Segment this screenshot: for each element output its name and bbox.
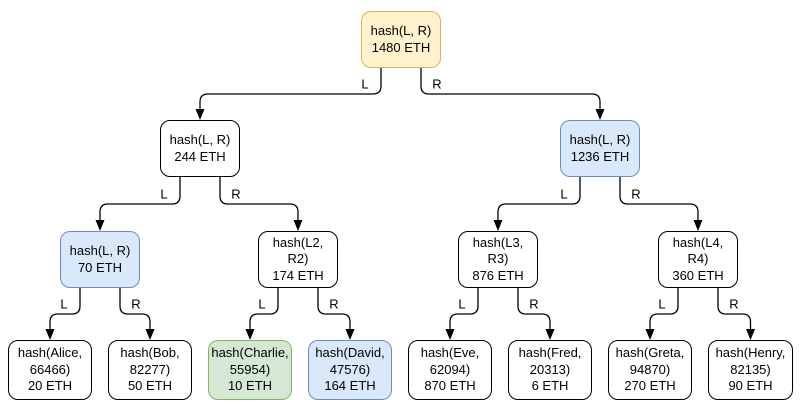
edge-label: R	[327, 296, 341, 312]
edge-connector	[317, 288, 351, 332]
node-value-label: 90 ETH	[728, 378, 773, 394]
edge-connector	[517, 288, 551, 332]
node-hash-label: hash(L, R)	[569, 131, 631, 147]
node-hash-label: hash(Alice, 66466)	[17, 345, 83, 377]
edge-connector	[420, 68, 601, 112]
edge-label: R	[229, 186, 243, 202]
node-leaf-henry[interactable]: hash(Henry, 82135) 90 ETH	[708, 340, 793, 400]
arrowhead-icon	[595, 109, 605, 120]
node-value-label: 70 ETH	[77, 259, 123, 275]
edge-label: R	[629, 186, 643, 202]
edge-connector	[649, 288, 679, 332]
arrowhead-icon	[545, 329, 555, 340]
arrowhead-icon	[645, 329, 655, 340]
node-value-label: 270 ETH	[624, 378, 676, 394]
node-hash-label: hash(L, R)	[169, 131, 231, 147]
node-leaf-greta[interactable]: hash(Greta, 94870) 270 ETH	[608, 340, 692, 400]
edge-connector	[619, 177, 699, 223]
node-leaf-eve[interactable]: hash(Eve, 62094) 870 ETH	[408, 340, 492, 400]
edge-label: L	[58, 296, 70, 312]
edge-connector	[119, 288, 151, 332]
edge-label: L	[256, 296, 268, 312]
node-value-label: 244 ETH	[174, 148, 226, 164]
edge-label: L	[456, 296, 468, 312]
node-hash-label: hash(Charlie, 55954)	[211, 345, 289, 377]
edge-connector	[249, 288, 279, 332]
edge-label: L	[558, 186, 570, 202]
node-hash-label: hash(L4, R4)	[672, 234, 724, 267]
node-value-label: 10 ETH	[227, 378, 273, 394]
node-leaf-bob[interactable]: hash(Bob, 82277) 50 ETH	[108, 340, 192, 400]
arrowhead-icon	[293, 220, 303, 231]
node-leaf-charlie[interactable]: hash(Charlie, 55954) 10 ETH	[208, 340, 292, 400]
node-value-label: 174 ETH	[272, 267, 324, 283]
node-hash-label: hash(L, R)	[69, 242, 131, 258]
edge-label: L	[158, 186, 170, 202]
node-hash-label: hash(L3, R3)	[472, 234, 524, 267]
node-root[interactable]: hash(L, R) 1480 ETH	[361, 11, 441, 68]
node-left-right[interactable]: hash(L2, R2) 174 ETH	[258, 231, 338, 288]
edge-connector	[49, 288, 81, 332]
node-left[interactable]: hash(L, R) 244 ETH	[160, 120, 240, 177]
node-value-label: 50 ETH	[127, 378, 173, 394]
node-leaf-fred[interactable]: hash(Fred, 20313) 6 ETH	[508, 340, 592, 400]
edge-connector	[497, 177, 581, 223]
edge-connector	[199, 68, 382, 112]
node-value-label: 1480 ETH	[371, 39, 431, 55]
arrowhead-icon	[445, 329, 455, 340]
edge-label: R	[527, 296, 541, 312]
arrowhead-icon	[145, 329, 155, 340]
node-leaf-alice[interactable]: hash(Alice, 66466) 20 ETH	[8, 340, 92, 400]
arrowhead-icon	[195, 109, 205, 120]
node-value-label: 6 ETH	[531, 378, 569, 394]
node-hash-label: hash(Fred, 20313)	[518, 345, 582, 377]
node-value-label: 164 ETH	[324, 378, 376, 394]
edge-label: L	[656, 296, 668, 312]
node-value-label: 1236 ETH	[570, 148, 630, 164]
node-value-label: 870 ETH	[424, 378, 476, 394]
node-leaf-david[interactable]: hash(David, 47576) 164 ETH	[308, 340, 392, 400]
arrowhead-icon	[746, 329, 755, 340]
node-left-left[interactable]: hash(L, R) 70 ETH	[60, 231, 140, 288]
arrowhead-icon	[245, 329, 255, 340]
node-hash-label: hash(Henry, 82135)	[715, 345, 786, 377]
edge-label: R	[129, 296, 143, 312]
node-value-label: 20 ETH	[27, 378, 73, 394]
edge-connector	[99, 177, 181, 223]
node-value-label: 360 ETH	[672, 267, 724, 283]
arrowhead-icon	[45, 329, 55, 340]
node-hash-label: hash(Bob, 82277)	[120, 345, 180, 377]
node-hash-label: hash(L, R)	[370, 22, 432, 38]
edge-connector	[717, 288, 752, 332]
edge-label: L	[359, 76, 371, 92]
node-hash-label: hash(Greta, 94870)	[615, 345, 685, 377]
arrowhead-icon	[95, 220, 105, 231]
node-hash-label: hash(David, 47576)	[315, 345, 385, 377]
edge-connector	[219, 177, 299, 223]
arrowhead-icon	[345, 329, 355, 340]
arrowhead-icon	[493, 220, 503, 231]
edge-label: R	[430, 76, 444, 92]
node-hash-label: hash(Eve, 62094)	[420, 345, 480, 377]
node-right[interactable]: hash(L, R) 1236 ETH	[560, 120, 640, 177]
edge-label: R	[727, 296, 741, 312]
node-right-right[interactable]: hash(L4, R4) 360 ETH	[658, 231, 738, 288]
node-value-label: 876 ETH	[472, 267, 524, 283]
arrowhead-icon	[693, 220, 703, 231]
node-right-left[interactable]: hash(L3, R3) 876 ETH	[458, 231, 538, 288]
node-hash-label: hash(L2, R2)	[272, 234, 324, 267]
edge-connector	[449, 288, 479, 332]
